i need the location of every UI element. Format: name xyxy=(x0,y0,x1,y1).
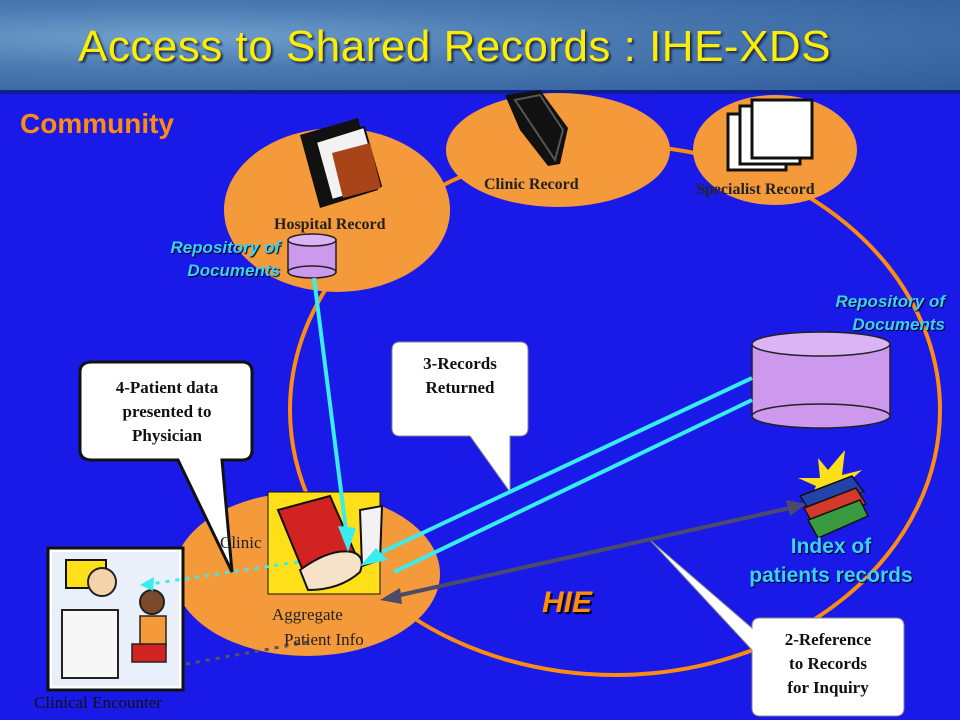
specialist-folders-icon xyxy=(726,98,814,172)
hie-label: HIE xyxy=(542,586,593,619)
records-returned-arrows xyxy=(312,277,753,574)
records-returned-callout-shape xyxy=(391,341,529,494)
reference-callout: 2-Reference to Records for Inquiry xyxy=(784,630,872,697)
clinic-folder-icon xyxy=(505,90,568,166)
dotted-arrowhead xyxy=(140,577,154,591)
header-banner xyxy=(0,0,960,94)
clinical-encounter-label: Clinical Encounter xyxy=(34,693,162,712)
patient-data-callout-shape xyxy=(78,360,254,573)
dotted-link-encounter xyxy=(185,640,309,666)
reference-callout-shape xyxy=(649,539,905,717)
repository-right-cylinder xyxy=(751,331,891,429)
repository-left-cylinder xyxy=(287,233,337,279)
hospital-record-label: Hospital Record xyxy=(274,216,386,233)
patient-data-callout: 4-Patient data presented to Physician xyxy=(115,378,219,445)
index-label: Index of patients records xyxy=(749,535,913,587)
repository-right-label: Repository of Documents xyxy=(835,292,945,334)
aggregate-label-line2: Patient Info xyxy=(284,630,364,649)
hospital-folder-icon xyxy=(300,118,383,208)
hospital-circle xyxy=(224,128,450,292)
community-label: Community xyxy=(20,108,174,139)
clinical-encounter-picture xyxy=(46,546,185,692)
index-books-icon xyxy=(798,450,870,539)
specialist-record-label: Specialist Record xyxy=(696,181,815,198)
repository-left-label: Repository of Documents xyxy=(170,238,280,280)
clinic-record-label: Clinic Record xyxy=(484,176,579,193)
clinic-partial-label: Clinic xyxy=(220,533,262,552)
reference-arrows xyxy=(380,500,806,604)
slide-title: Access to Shared Records : IHE-XDS xyxy=(78,22,832,71)
aggregate-folder-icon xyxy=(267,491,384,595)
records-returned-callout: 3-Records Returned xyxy=(423,354,497,397)
aggregate-label-line1: Aggregate xyxy=(272,605,343,624)
